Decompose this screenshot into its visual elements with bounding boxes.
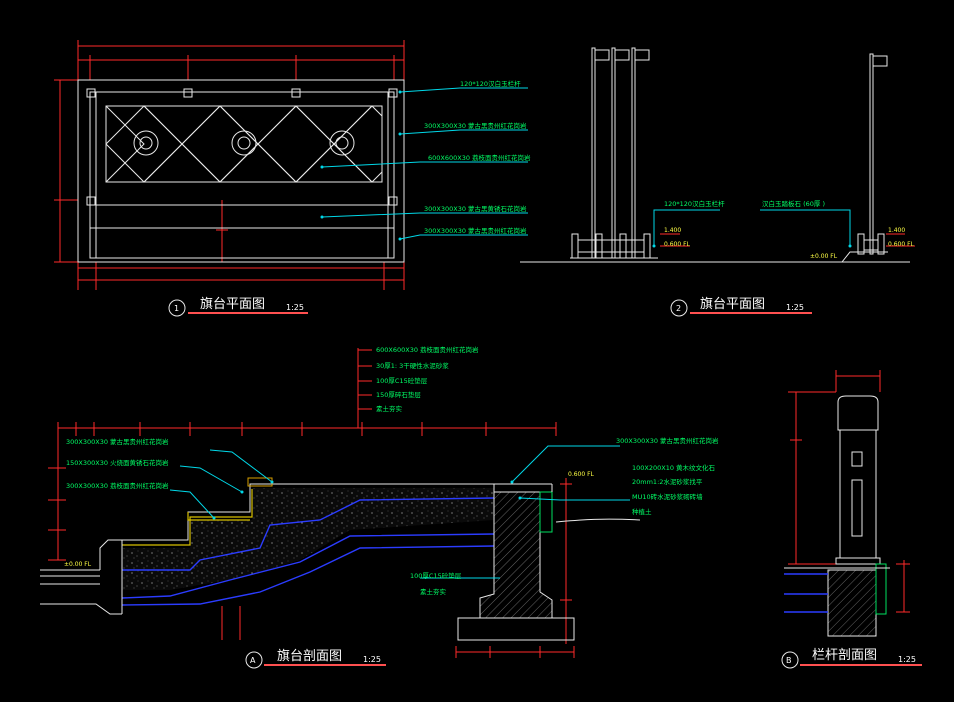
view-number: A xyxy=(250,656,256,665)
plan-label: 300X300X30 蒙古黑贵州红花岗岩 xyxy=(424,121,527,130)
plan-label: 300X300X30 蒙古黑贵州红花岗岩 xyxy=(424,226,527,235)
elevation-railing xyxy=(571,233,888,263)
section-label: 30厚1: 3干硬性水泥砂浆 xyxy=(376,361,449,370)
view-scale: 1:25 xyxy=(286,303,304,312)
section-label: 150X300X30 火烧面黄锈石花岗岩 xyxy=(66,458,169,467)
retaining-wall xyxy=(457,483,641,641)
section-label: 素土夯实 xyxy=(376,404,403,413)
post xyxy=(183,88,193,98)
section-label: MU10砖水泥砂浆砌砖墙 xyxy=(632,492,703,501)
plan-leaders xyxy=(320,87,528,241)
level-mark: 0.600 FL xyxy=(888,241,915,248)
section-label: 100厚C15砼垫层 xyxy=(410,571,462,580)
section-label: 300X300X30 蒙古黑贵州红花岗岩 xyxy=(616,436,719,445)
view-title: 旗台平面图 xyxy=(700,296,765,312)
section-label: 素土夯实 xyxy=(420,587,447,596)
view-number: 2 xyxy=(676,304,681,313)
diamond-pattern xyxy=(105,105,383,183)
level-mark: 1.400 xyxy=(664,227,681,234)
flag-base-circles xyxy=(133,130,355,156)
section-label: 600X600X30 荔枝面贵州红花岗岩 xyxy=(376,345,479,354)
post xyxy=(86,196,96,206)
plan-label: 600X600X30 荔枝面贵州红花岗岩 xyxy=(428,153,531,162)
view-title-1: 1 旗台平面图 1:25 xyxy=(168,296,308,317)
section-label: 100X200X10 黄木纹文化石 xyxy=(632,463,716,472)
view-title: 栏杆剖面图 xyxy=(812,648,877,663)
flagpoles xyxy=(591,47,888,259)
post xyxy=(86,88,96,98)
post xyxy=(388,196,398,206)
plan-label: 120*120汉白玉栏杆 xyxy=(460,79,521,88)
railing-post xyxy=(835,395,881,565)
section-leaders xyxy=(169,445,630,579)
view-title-a: A 旗台剖面图 1:25 xyxy=(245,648,386,669)
post xyxy=(388,88,398,98)
section-label: 150厚碎石垫层 xyxy=(376,390,421,399)
view-a-section: 600X600X30 荔枝面贵州红花岗岩 30厚1: 3干硬性水泥砂浆 100厚… xyxy=(40,345,719,658)
view-title-b: B 栏杆剖面图 1:25 xyxy=(781,648,922,669)
view-title-2: 2 旗台平面图 1:25 xyxy=(670,296,812,317)
view-number: B xyxy=(786,656,792,665)
left-ground xyxy=(40,539,122,615)
view-scale: 1:25 xyxy=(786,303,804,312)
view-1-plan: 120*120汉白玉栏杆 300X300X30 蒙古黑贵州红花岗岩 600X60… xyxy=(54,40,531,290)
view-scale: 1:25 xyxy=(898,655,916,664)
section-label: 种植土 xyxy=(632,507,652,516)
post xyxy=(291,88,301,98)
section-label: 100厚C15砼垫层 xyxy=(376,376,428,385)
plan-label: 300X300X30 蒙古黑黄锈石花岗岩 xyxy=(424,204,527,213)
view-2-elevation: 120*120汉白玉栏杆 汉白玉踏板石 (60厚 ) 1.400 0.600 F… xyxy=(520,47,915,263)
level-mark: 0.600 FL xyxy=(568,471,595,478)
section-label: 20mm1:2水泥砂浆找平 xyxy=(632,477,703,486)
plan-dimensions xyxy=(54,40,405,290)
railing-base xyxy=(784,563,890,637)
section-label: 300X300X30 蒙古黑贵州红花岗岩 xyxy=(66,437,169,446)
view-title: 旗台剖面图 xyxy=(277,648,342,664)
view-scale: 1:25 xyxy=(363,655,381,664)
section-label: 300X300X30 荔枝面贵州红花岗岩 xyxy=(66,481,169,490)
elevation-leaders xyxy=(652,209,915,248)
view-b-railing-section xyxy=(784,370,910,637)
view-number: 1 xyxy=(174,304,179,313)
level-mark: 1.400 xyxy=(888,227,905,234)
elevation-label: 120*120汉白玉栏杆 xyxy=(664,199,725,208)
railing-dimensions xyxy=(788,370,910,613)
view-title: 旗台平面图 xyxy=(200,296,265,312)
level-mark: ±0.00 FL xyxy=(810,253,838,260)
level-mark: ±0.00 FL xyxy=(64,561,92,568)
elevation-label: 汉白玉踏板石 (60厚 ) xyxy=(762,199,825,208)
level-mark: 0.600 FL xyxy=(664,241,691,248)
